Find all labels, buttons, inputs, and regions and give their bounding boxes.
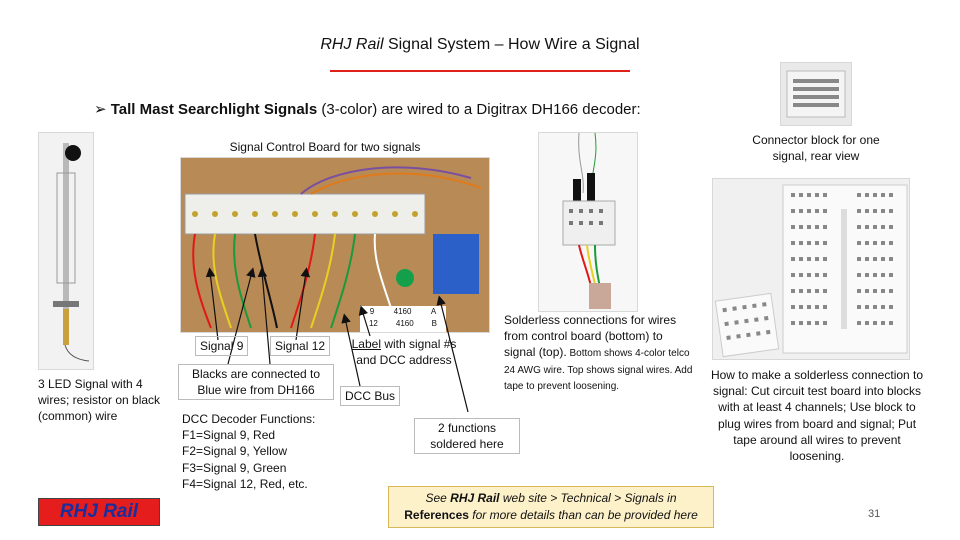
function-item: F4=Signal 12, Red, etc. — [182, 476, 308, 491]
label-word: Label — [351, 337, 381, 351]
board-label-cell: 4160 — [393, 307, 412, 316]
reference-line-2: References for more details than can be … — [389, 507, 713, 524]
solderless-drawing — [562, 133, 616, 309]
signal9-label: Signal 9 — [195, 336, 249, 357]
board-address-label: 9 4160 A 12 4160 B — [360, 306, 446, 332]
solderless-small: Bottom shows 4-color telco 24 AWG wire. … — [504, 348, 693, 393]
label-rest: with signal #s and DCC address — [356, 337, 457, 368]
function-item: F1=Signal 9, Red — [182, 428, 276, 443]
connector-top-photo — [780, 62, 852, 126]
reference-bold: References — [404, 508, 469, 523]
led-signal-drawing — [53, 143, 90, 362]
board-label-cell: A — [430, 307, 437, 316]
signal12-label: Signal 12 — [270, 336, 331, 357]
soldered-note: 2 functions soldered here — [414, 418, 520, 455]
board-label-cell: 9 — [369, 307, 375, 316]
reference-note: See RHJ Rail web site > Technical > Sign… — [388, 486, 714, 528]
board-title: Signal Control Board for two signals — [229, 140, 421, 154]
reference-mid: web site > Technical > Signals in — [499, 491, 677, 505]
led-signal-caption: 3 LED Signal with 4 wires; resistor on b… — [38, 377, 161, 424]
dcc-bus-label: DCC Bus — [340, 386, 401, 407]
board-label-cell: 4160 — [395, 319, 414, 328]
howto-caption: How to make a solderless connection to s… — [710, 368, 924, 463]
board-label-cell: 12 — [368, 319, 378, 328]
board-label-row-1: 9 4160 A — [360, 306, 446, 318]
connector-top-drawing — [786, 70, 846, 118]
title-brand: RHJ Rail — [320, 36, 384, 53]
solderless-main: Solderless connections for wires from co… — [504, 313, 677, 360]
rhj-rail-logo: RHJ Rail — [38, 498, 160, 526]
board-label-row-2: 12 4160 B — [360, 318, 446, 330]
connector-block-title: Connector block for one signal, rear vie… — [752, 133, 880, 164]
breadboard-drawing — [714, 184, 908, 358]
bullet-rest-text: (3-color) are wired to a Digitrax DH166 … — [317, 101, 641, 118]
led-signal-photo — [38, 132, 94, 370]
dcc-functions: DCC Decoder Functions: F1=Signal 9, Red … — [182, 411, 342, 492]
blacks-note: Blacks are connected to Blue wire from D… — [178, 364, 334, 401]
function-item: F2=Signal 9, Yellow — [182, 444, 288, 459]
function-item: F3=Signal 9, Green — [182, 460, 287, 475]
reference-post: for more details than can be provided he… — [468, 508, 698, 523]
board-label-cell: B — [431, 319, 437, 328]
title-underline — [330, 70, 630, 72]
title-rest: Signal System – How Wire a Signal — [383, 36, 640, 53]
bullet-bold-text: Tall Mast Searchlight Signals — [110, 101, 318, 118]
breadboard-photo — [712, 178, 910, 360]
functions-heading: DCC Decoder Functions: — [182, 412, 316, 426]
reference-pre: See — [425, 491, 451, 505]
solderless-photo — [538, 132, 638, 312]
arrow-bullet-icon: ➢ — [94, 101, 107, 118]
solderless-caption: Solderless connections for wires from co… — [504, 312, 696, 394]
page-number: 31 — [868, 508, 881, 520]
label-note: Label with signal #s and DCC address — [344, 336, 464, 368]
slide-title: RHJ Rail Signal System – How Wire a Sign… — [0, 36, 960, 54]
reference-line-1: See RHJ Rail web site > Technical > Sign… — [389, 490, 713, 507]
reference-brand: RHJ Rail — [450, 491, 500, 505]
bullet-line: ➢ Tall Mast Searchlight Signals (3-color… — [94, 100, 641, 118]
